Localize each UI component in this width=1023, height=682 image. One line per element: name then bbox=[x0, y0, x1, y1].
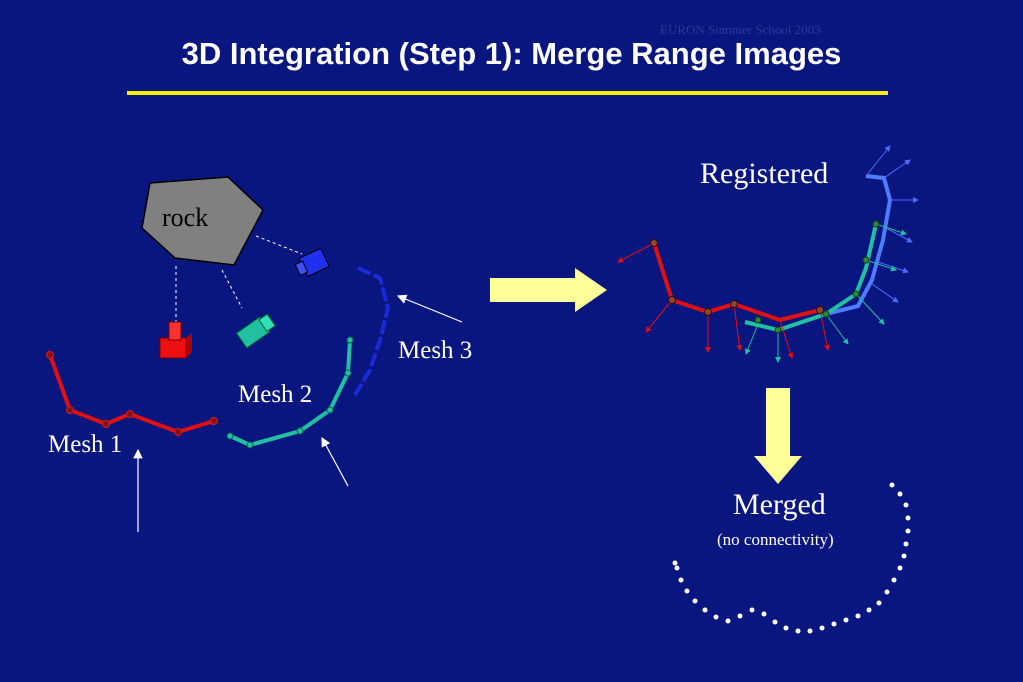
mesh-2-label: Mesh 2 bbox=[238, 381, 313, 408]
big-down-arrow bbox=[754, 388, 802, 484]
big-right-arrow bbox=[490, 268, 607, 312]
registered-label: Registered bbox=[700, 157, 829, 190]
blue-sensor-icon bbox=[294, 247, 330, 278]
mesh-1-label: Mesh 1 bbox=[48, 431, 123, 458]
rock-label: rock bbox=[162, 203, 209, 232]
mesh-1 bbox=[46, 351, 218, 436]
title-underline bbox=[127, 91, 888, 95]
mesh-3-label: Mesh 3 bbox=[398, 337, 473, 364]
mesh-2 bbox=[226, 336, 354, 449]
slide-title: 3D Integration (Step 1): Merge Range Ima… bbox=[181, 36, 842, 71]
merged-point-cloud bbox=[672, 482, 911, 634]
rock-shape bbox=[141, 176, 264, 266]
registered-meshes bbox=[617, 145, 919, 363]
red-sensor-icon bbox=[159, 321, 192, 359]
pointer-arrows bbox=[133, 294, 463, 532]
merged-note: (no connectivity) bbox=[717, 530, 834, 549]
sensor-rays bbox=[175, 235, 303, 322]
header-note: EURON Summer School 2003 bbox=[660, 22, 821, 37]
mesh-3 bbox=[353, 266, 391, 397]
merged-label: Merged bbox=[733, 488, 826, 521]
green-sensor-icon bbox=[235, 313, 276, 349]
